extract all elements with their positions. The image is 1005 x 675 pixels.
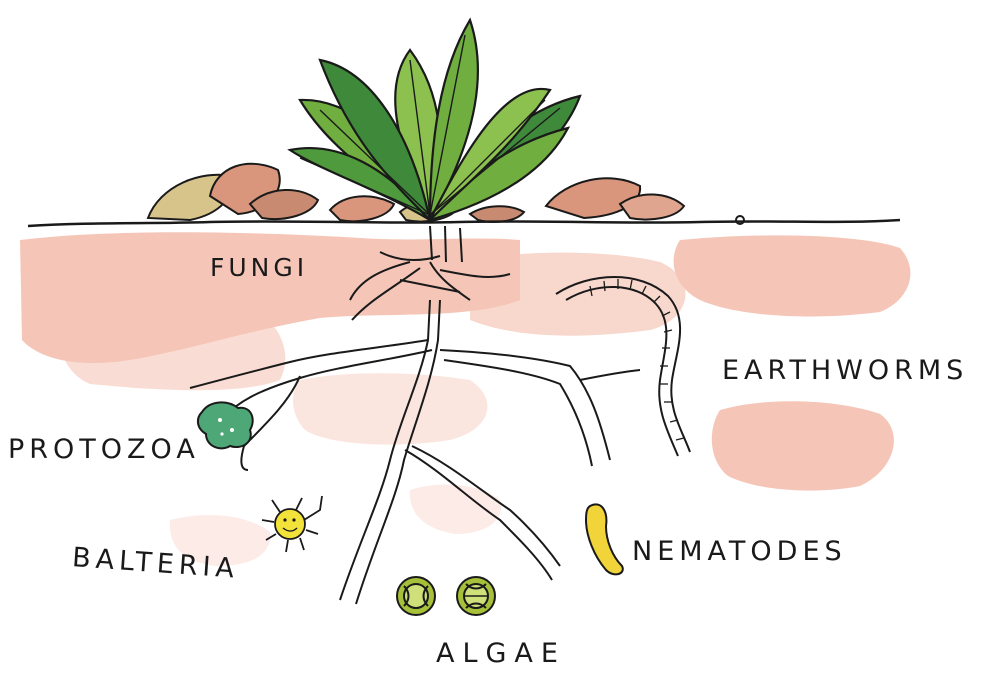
label-algae: ALGAE [436,640,566,667]
label-earthworms: EARTHWORMS [722,357,968,384]
algae-cell-left [397,577,435,615]
label-nematodes: NEMATODES [632,538,847,565]
soil-surface-line [28,220,900,226]
algae-cell-right [457,577,495,615]
nematode [586,504,623,574]
label-protozoa: PROTOZOA [8,436,200,463]
label-fungi: FUNGI [210,255,308,280]
bacteria [262,496,322,552]
protozoa [198,402,253,448]
algae [397,577,495,615]
soil-wash [20,232,910,566]
plant-leaves [290,20,580,220]
